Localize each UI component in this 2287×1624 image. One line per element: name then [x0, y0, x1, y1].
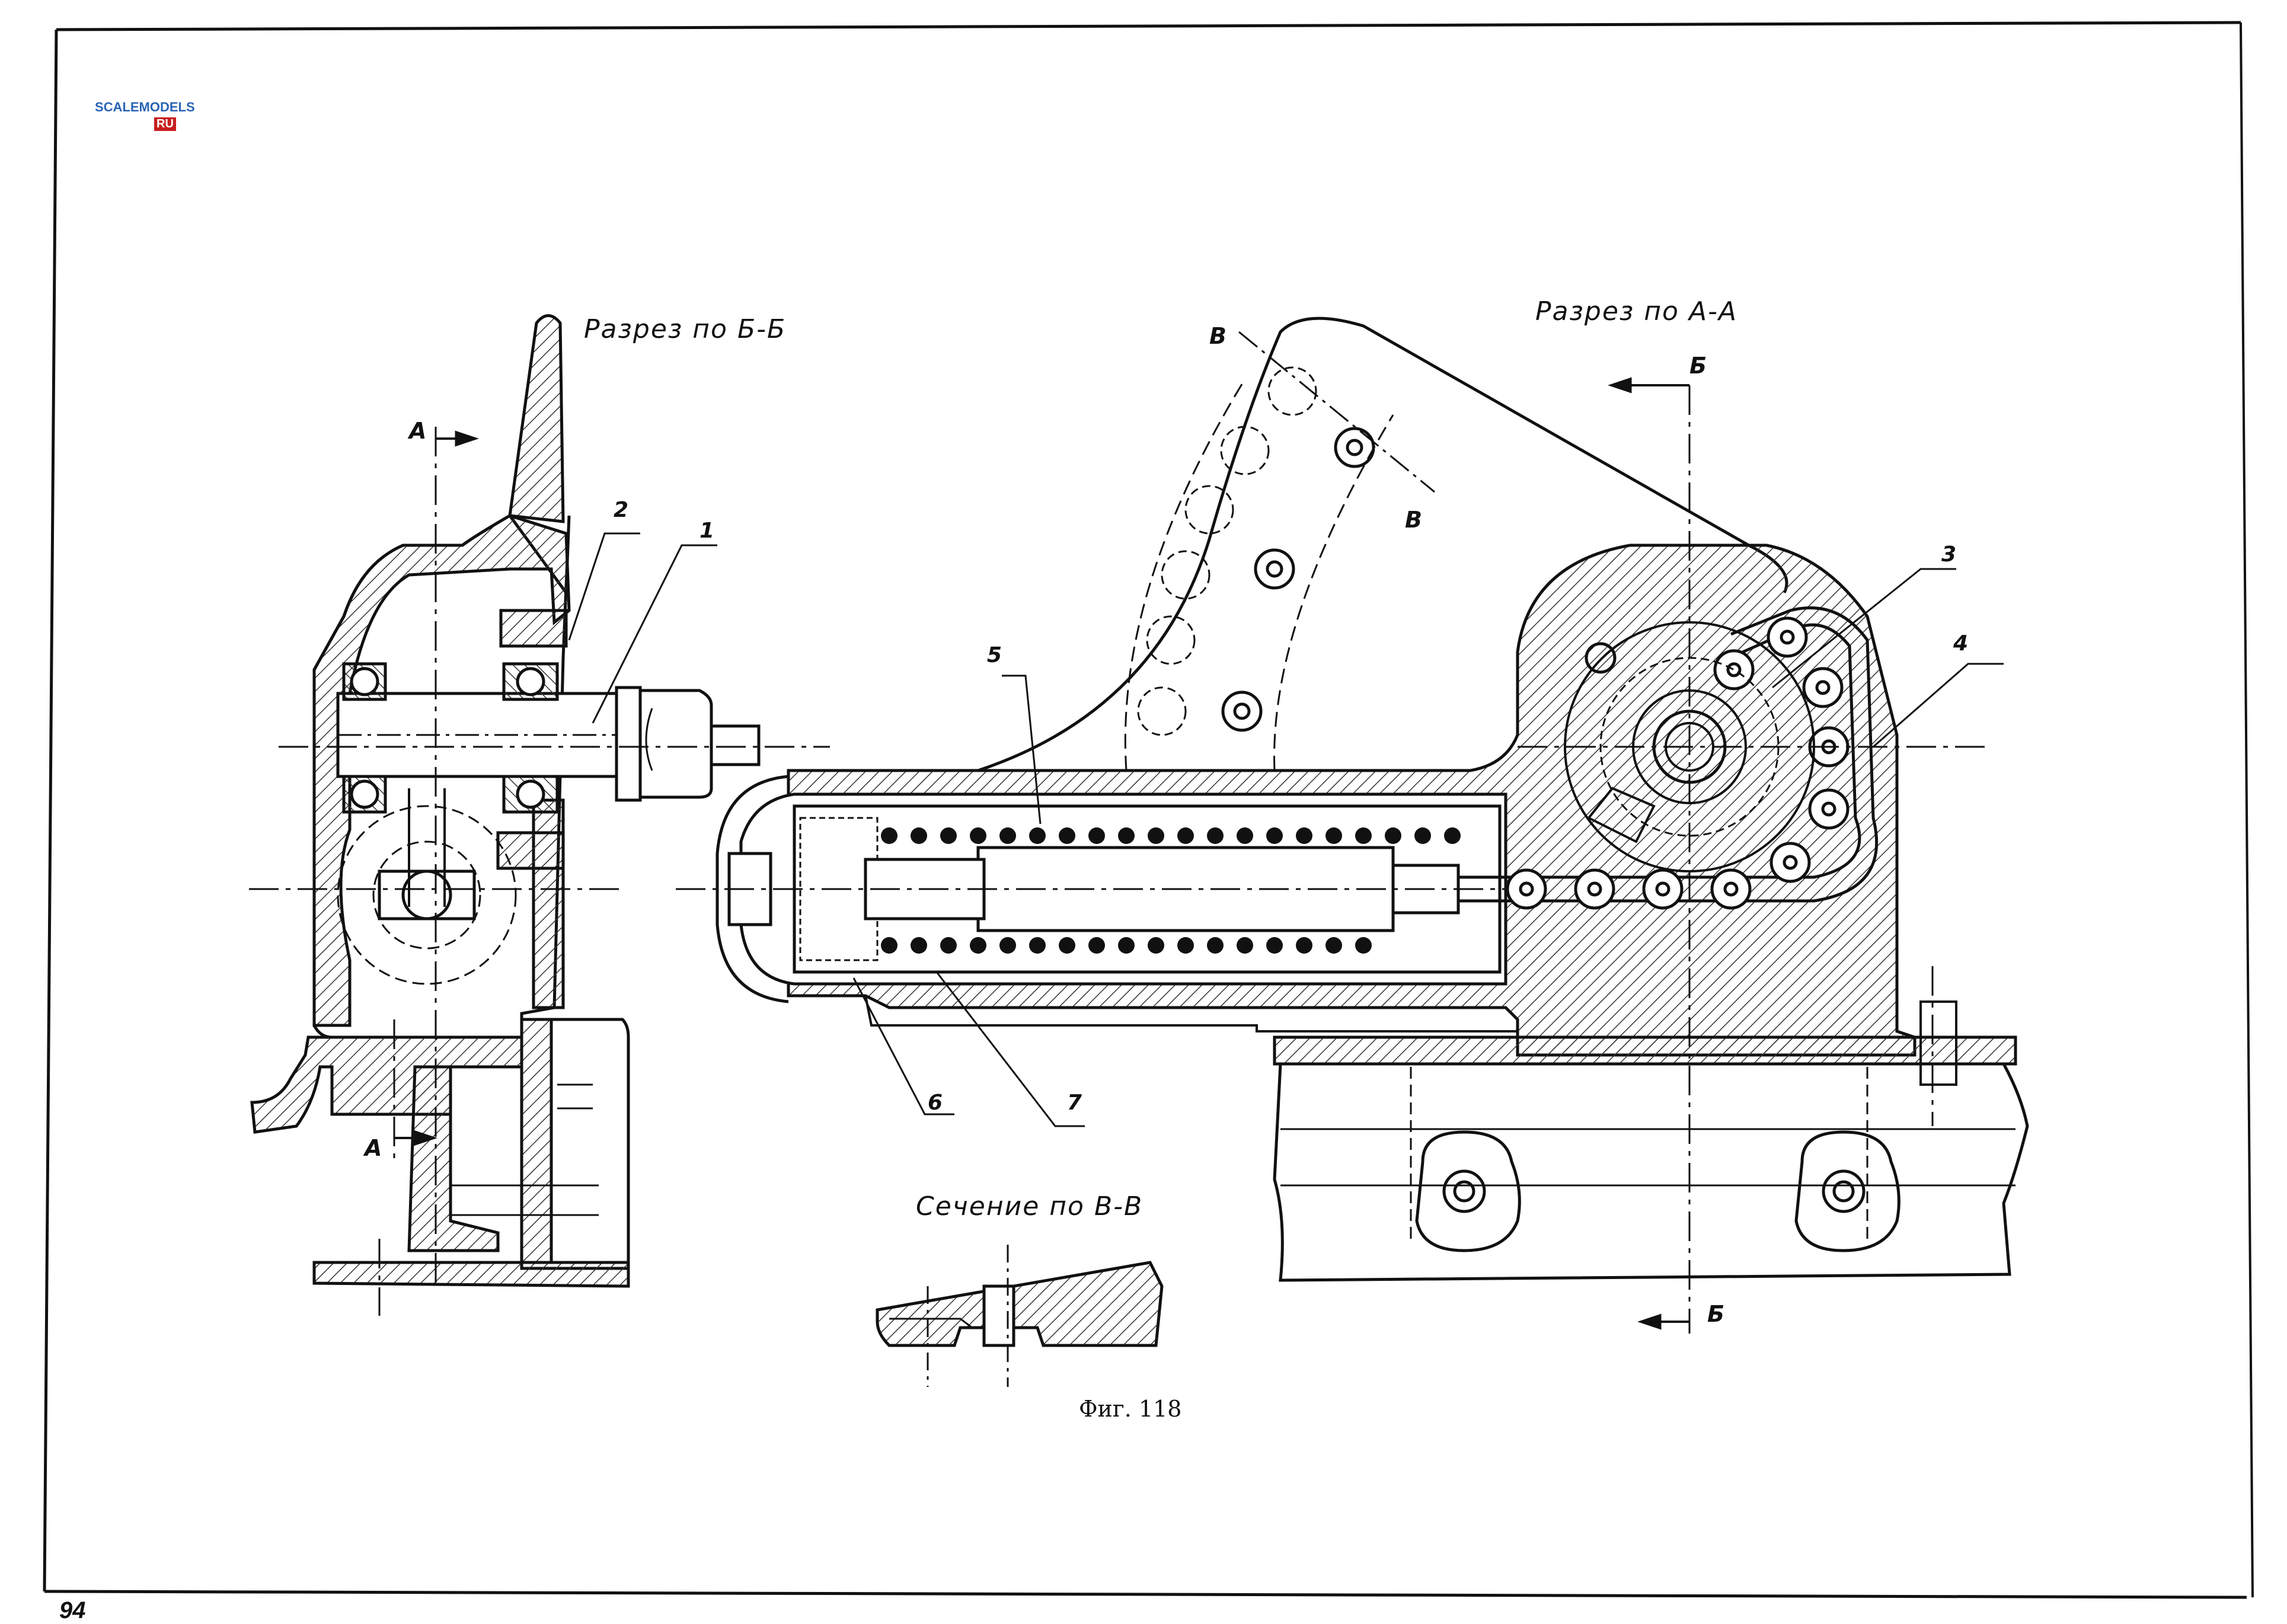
cam-outer — [337, 805, 517, 985]
page-number: 94 — [59, 1597, 86, 1623]
sector-arc-outer — [1124, 379, 1246, 771]
sector-holes — [1137, 366, 1317, 736]
callout-4: 4 — [1953, 631, 1969, 656]
vv-profile — [876, 1261, 1164, 1347]
callout-7: 7 — [1067, 1091, 1082, 1115]
rail-body — [1273, 1062, 2029, 1282]
callout-5: 5 — [987, 643, 1002, 667]
callout-2: 2 — [614, 498, 629, 522]
coupling — [615, 686, 642, 802]
callout-6: 6 — [928, 1091, 943, 1115]
figure-caption: Фиг. 118 — [1079, 1396, 1182, 1422]
callout-3: 3 — [1941, 542, 1957, 567]
lever — [508, 314, 565, 523]
cut-mark-v-top: В — [1209, 323, 1226, 349]
base-bracket — [250, 1035, 523, 1134]
cut-mark-a-top: А — [409, 418, 427, 444]
cut-mark-b-bottom: Б — [1707, 1301, 1724, 1327]
roller-chain — [1458, 606, 1879, 910]
spring-coils-bottom — [881, 937, 1372, 954]
watermark-logo: SCALEMODELS RU — [71, 95, 195, 136]
cut-mark-a-bottom: А — [365, 1135, 382, 1161]
section-bb-view — [249, 314, 830, 1316]
logo-sub-text: RU — [154, 117, 176, 131]
callout-1: 1 — [699, 519, 715, 543]
title-section-vv: Сечение по В-В — [916, 1191, 1144, 1222]
cut-mark-v-bottom: В — [1405, 507, 1422, 533]
foot-plate — [312, 1261, 630, 1288]
rollers — [1415, 1130, 1900, 1252]
section-aa-view — [676, 317, 2029, 1334]
cut-mark-b-top: Б — [1689, 353, 1707, 379]
title-section-bb: Разрез по Б-Б — [584, 314, 787, 344]
housing-wall — [312, 514, 571, 1027]
title-section-aa: Разрез по А-А — [1535, 296, 1738, 327]
spring-coils-top — [881, 827, 1461, 844]
rail-top-flange — [1273, 1035, 2017, 1066]
sector-arc-inner — [1273, 414, 1394, 771]
logo-main-text: SCALEMODELS — [95, 100, 195, 114]
sector-bolts — [1221, 427, 1375, 732]
section-vv-view — [876, 1245, 1164, 1387]
drawing-frame — [43, 21, 2254, 1599]
